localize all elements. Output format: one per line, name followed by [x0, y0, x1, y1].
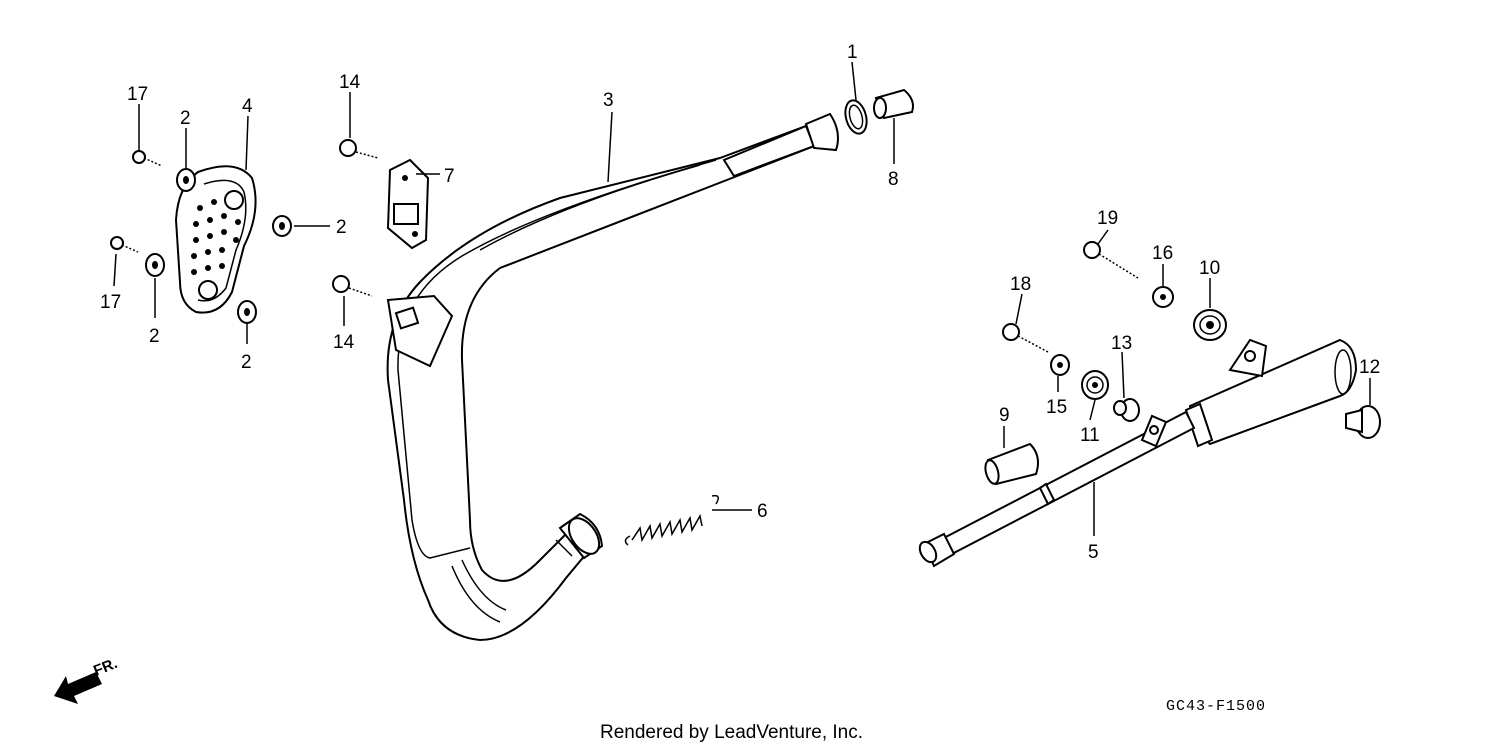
callout-13: 13: [1111, 333, 1132, 354]
gasket-part-1[interactable]: [842, 98, 870, 136]
direction-label: FR.: [91, 655, 120, 680]
callout-10: 10: [1199, 258, 1220, 279]
callout-11: 11: [1080, 425, 1100, 446]
callout-1: 1: [847, 42, 858, 63]
screw-part-17-a[interactable]: [132, 150, 163, 167]
callout-9: 9: [999, 405, 1010, 426]
footer-credit: Rendered by LeadVenture, Inc.: [600, 722, 863, 743]
callout-2-d: 2: [241, 352, 252, 373]
collar-part-8[interactable]: [873, 88, 914, 120]
washer-part-2-a[interactable]: [176, 168, 196, 192]
callout-3: 3: [603, 90, 614, 111]
callout-16: 16: [1152, 243, 1173, 264]
washer-part-15[interactable]: [1050, 354, 1070, 376]
bolt-part-14-a[interactable]: [339, 139, 379, 159]
diagram-part-code: GC43-F1500: [1166, 698, 1266, 715]
callout-12: 12: [1359, 357, 1380, 378]
heat-guard-part-4[interactable]: [174, 165, 257, 314]
front-direction-arrow: FR.: [54, 655, 120, 704]
spring-part-6[interactable]: [624, 494, 719, 546]
washer-part-2-c[interactable]: [145, 253, 165, 277]
callout-17-a: 17: [127, 84, 148, 105]
washer-part-2-d[interactable]: [237, 300, 257, 324]
silencer-part-5[interactable]: [916, 338, 1358, 568]
bolt-part-18[interactable]: [1002, 323, 1049, 353]
cap-bolt-part-12[interactable]: [1345, 405, 1381, 439]
grommet-part-11[interactable]: [1081, 370, 1109, 400]
callout-2-a: 2: [180, 108, 191, 129]
grommet-part-10[interactable]: [1193, 309, 1227, 341]
callout-14-a: 14: [339, 72, 361, 93]
washer-part-16[interactable]: [1152, 286, 1174, 308]
bracket-part-7[interactable]: [386, 158, 430, 250]
callout-18: 18: [1010, 274, 1031, 295]
callout-2-b: 2: [336, 217, 347, 238]
screw-part-17-b[interactable]: [110, 236, 139, 253]
callout-2-c: 2: [149, 326, 160, 347]
callout-7: 7: [444, 166, 455, 187]
washer-part-2-b[interactable]: [272, 215, 292, 237]
callout-19: 19: [1097, 208, 1118, 229]
callout-5: 5: [1088, 542, 1099, 563]
exhaust-pipe-part-3[interactable]: [386, 112, 839, 642]
callout-14-b: 14: [333, 332, 355, 353]
collar-part-13[interactable]: [1113, 398, 1140, 422]
callout-17-b: 17: [100, 292, 121, 313]
callout-6: 6: [757, 501, 768, 522]
sleeve-part-9[interactable]: [983, 442, 1039, 486]
callout-labels: 1 2 2 2 2 3 4 5 6 7 8 9 10 11 12 13 14 1…: [100, 42, 1380, 563]
bolt-part-19[interactable]: [1083, 241, 1139, 279]
bolt-part-14-b[interactable]: [332, 275, 373, 297]
callout-4: 4: [242, 96, 253, 117]
leader-lines: [113, 61, 1371, 536]
callout-8: 8: [888, 169, 899, 190]
callout-15: 15: [1046, 397, 1067, 418]
arrow-left-icon: [54, 672, 102, 704]
